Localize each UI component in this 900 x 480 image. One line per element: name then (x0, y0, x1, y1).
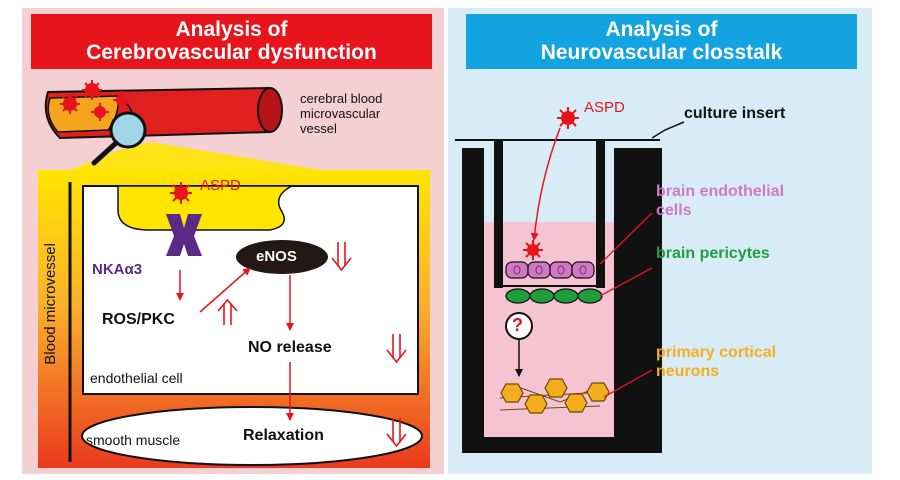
pathway-arrows (176, 267, 294, 421)
increase-arrow-icon (217, 298, 238, 325)
question-mark-text: ? (512, 315, 523, 335)
membrane-bulge (117, 185, 293, 231)
aspd-star-icon (523, 107, 579, 260)
right-aspd-label: ASPD (584, 99, 625, 116)
nka-label: NKAα3 (92, 261, 143, 278)
ros-pkc-label: ROS/PKC (102, 311, 175, 328)
cerebral-vessel-illustration (44, 86, 283, 140)
relaxation-label: Relaxation (243, 427, 324, 444)
neurons-line1: primary cortical (656, 344, 777, 361)
question-mark-icon (505, 312, 533, 340)
pericytes-label: brain pericytes (656, 245, 770, 262)
decrease-arrow-icon (386, 334, 407, 364)
neurons-label: primary cortical neurons (656, 343, 776, 381)
decrease-arrow-icon (331, 242, 352, 272)
vessel-label: cerebral blood microvascular vessel (300, 91, 382, 136)
endothelial-cells-label: brain endothelial cells (656, 182, 784, 220)
pointer-line (599, 267, 653, 297)
left-title-line2: Cerebrovascular dysfunction (86, 41, 377, 64)
nka-receptor-icon (166, 214, 202, 256)
vessel-label-line2: microvascular (300, 106, 381, 121)
pointer-line (599, 212, 653, 265)
left-title: Analysis of Cerebrovascular dysfunction (31, 18, 432, 64)
endothelial-cell-label: endothelial cell (90, 370, 183, 386)
culture-medium (484, 222, 614, 437)
neuron-layer (499, 378, 610, 414)
right-title: Analysis of Neurovascular closstalk (466, 18, 857, 64)
culture-insert-label: culture insert (684, 105, 786, 122)
no-release-label: NO release (248, 339, 332, 356)
culture-insert (494, 140, 503, 288)
right-title-line1: Analysis of (605, 18, 718, 41)
enos-node (236, 240, 328, 274)
pericyte-layer (505, 288, 603, 304)
vessel-label-line3: vessel (300, 121, 337, 136)
aspd-arrow (530, 127, 561, 241)
smooth-muscle-label: smooth muscle (86, 432, 181, 448)
endothelial-cell-layer (505, 261, 595, 279)
smooth-muscle-cell (81, 406, 423, 466)
left-title-line1: Analysis of (175, 18, 288, 41)
enos-label: eNOS (256, 248, 297, 265)
neurons-line2: neurons (656, 363, 720, 380)
left-title-banner (31, 14, 432, 69)
aspd-star-icon (170, 182, 192, 204)
pointer-line (651, 121, 685, 139)
right-title-line2: Neurovascular closstalk (540, 41, 783, 64)
vessel-label-line1: cerebral blood (300, 91, 383, 106)
endothelial-cells-line2: cells (656, 202, 692, 219)
vertical-axis-label: Blood microvessel (42, 243, 60, 365)
decrease-arrow-icon (386, 418, 407, 448)
pointer-line (603, 369, 653, 398)
aspd-label: ASPD (200, 177, 241, 194)
right-title-banner (466, 14, 857, 69)
endothelial-cells-line1: brain endothelial (656, 183, 785, 200)
